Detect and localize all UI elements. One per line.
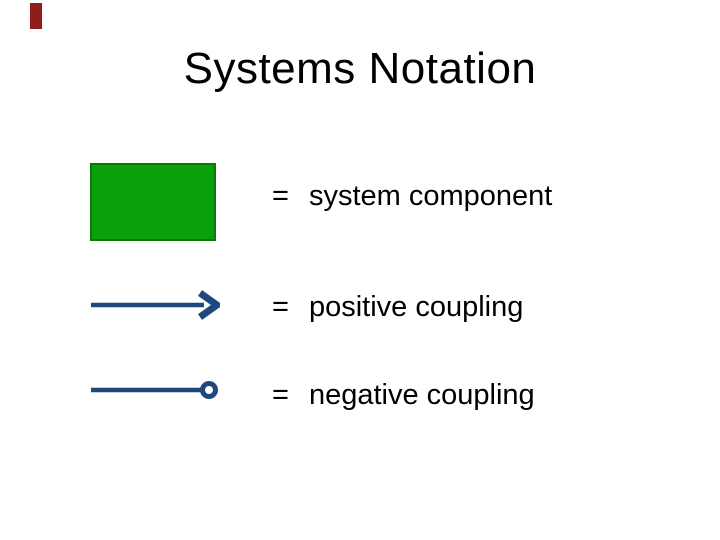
positive-coupling-symbol — [91, 290, 220, 320]
green-rectangle — [90, 163, 216, 241]
legend-label-system-component: system component — [308, 180, 553, 212]
legend-label-negative-coupling: negative coupling — [308, 379, 535, 411]
legend-row-positive-coupling: = positive coupling — [272, 290, 523, 324]
equals-sign: = — [272, 180, 289, 212]
equals-sign: = — [272, 291, 289, 323]
red-corner-marker — [30, 3, 42, 29]
legend-row-negative-coupling: = negative coupling — [272, 378, 535, 412]
equals-sign: = — [272, 379, 289, 411]
red-corner-marker-shape — [30, 3, 42, 29]
legend-label-positive-coupling: positive coupling — [308, 291, 524, 323]
legend-row-system-component: = system component — [272, 179, 552, 213]
arrow-head-icon — [197, 290, 220, 320]
ring-end-icon — [200, 381, 218, 399]
system-component-symbol — [90, 163, 216, 241]
negative-coupling-symbol — [91, 381, 218, 399]
page-title: Systems Notation — [183, 44, 537, 93]
